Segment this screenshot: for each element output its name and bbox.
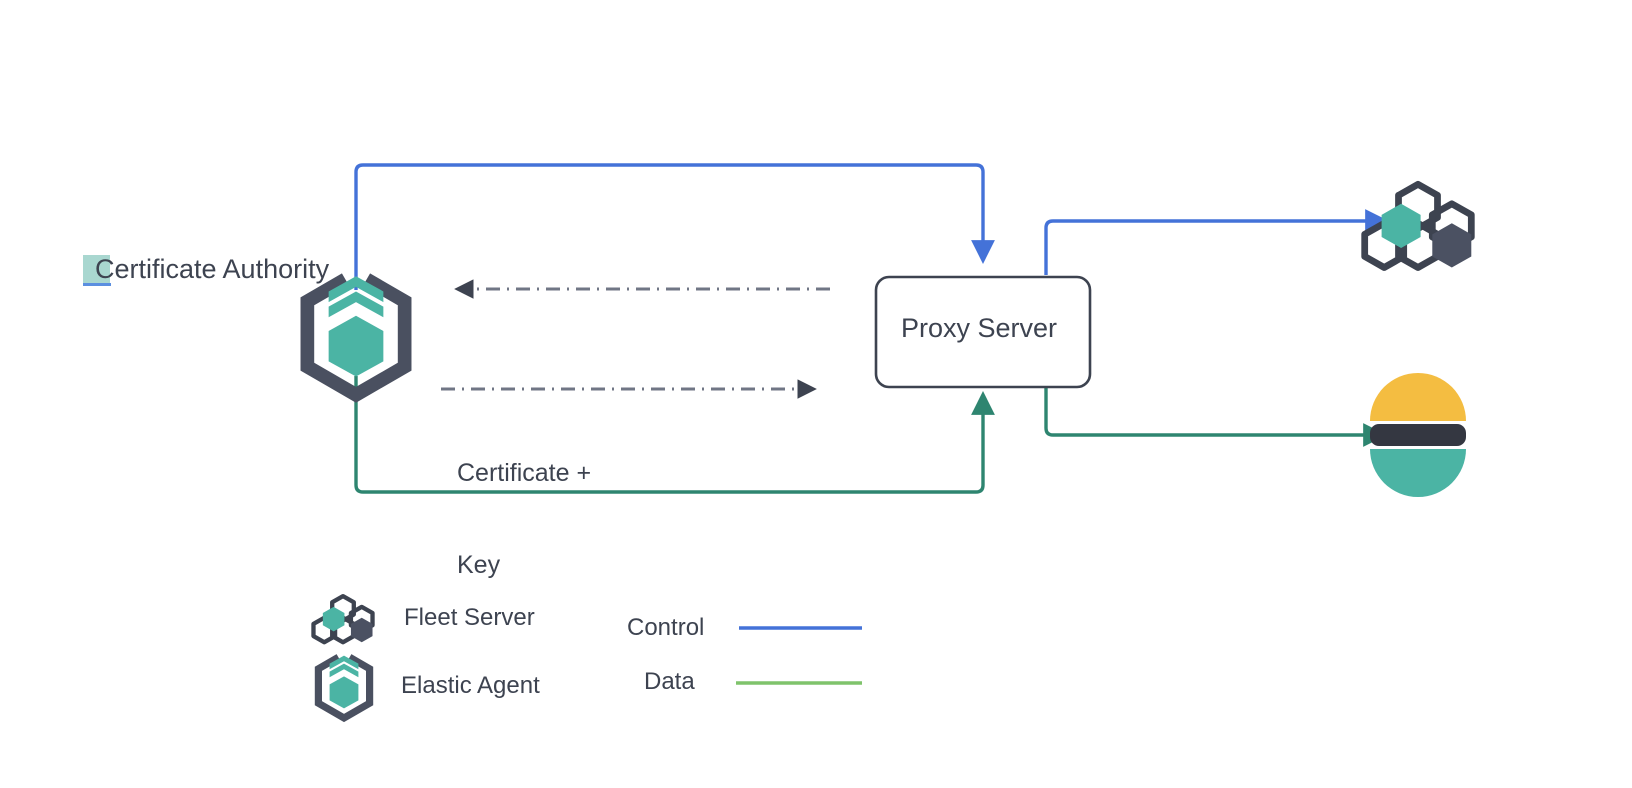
proxy-server-label: Proxy Server [901, 313, 1058, 343]
legend-agent-chevron-upper [329, 655, 359, 670]
certificate-authority-icon[interactable] [300, 273, 412, 403]
elasticsearch-navy-bar [1370, 424, 1466, 446]
certificate-authority-selection-underline [83, 283, 111, 286]
legend-fleet-hex-filled-dark [350, 617, 373, 643]
legend-agent-inner-hexagon [329, 676, 359, 709]
legend-fleet-server-icon [311, 593, 375, 645]
legend-agent-chevron-lower [329, 663, 359, 678]
edge-agent-to-proxy-data [354, 376, 995, 494]
fleet-server-icon[interactable] [1361, 180, 1475, 271]
certificate-key-edge-label: Certificate + Key [457, 398, 591, 640]
certificate-key-line-2: Key [457, 551, 501, 579]
proxy-server-box[interactable] [874, 275, 1092, 389]
agent-chevron-upper [328, 276, 384, 303]
certificate-key-line-1: Certificate + [457, 459, 592, 487]
agent-hexagon-outline [300, 273, 412, 403]
certificate-authority-label: Certificate Authority [95, 254, 330, 284]
legend-label-fleet-server: Fleet Server [404, 604, 535, 631]
legend-label-data: Data [644, 668, 695, 695]
legend-label-elastic-agent: Elastic Agent [401, 672, 540, 699]
elasticsearch-teal-arc [1370, 449, 1466, 497]
edge-proxy-to-fleet-control [1044, 209, 1389, 275]
certificate-authority-selection-highlight [83, 255, 110, 286]
legend-label-control: Control [627, 614, 705, 641]
fleet-hex-filled-dark [1432, 223, 1472, 268]
fleet-hex-filled-teal [1381, 203, 1421, 248]
agent-inner-hexagon [328, 315, 384, 377]
legend-elastic-agent-icon [314, 654, 374, 723]
elasticsearch-logo[interactable] [1370, 373, 1466, 497]
agent-chevron-lower [328, 291, 384, 318]
edge-agent-to-proxy-control [354, 163, 995, 290]
edge-proxy-to-elasticsearch-data [1044, 385, 1387, 447]
legend-fleet-hex-filled-teal [322, 606, 345, 632]
legend-agent-hexagon-outline [314, 654, 374, 723]
elasticsearch-yellow-arc [1370, 373, 1466, 421]
